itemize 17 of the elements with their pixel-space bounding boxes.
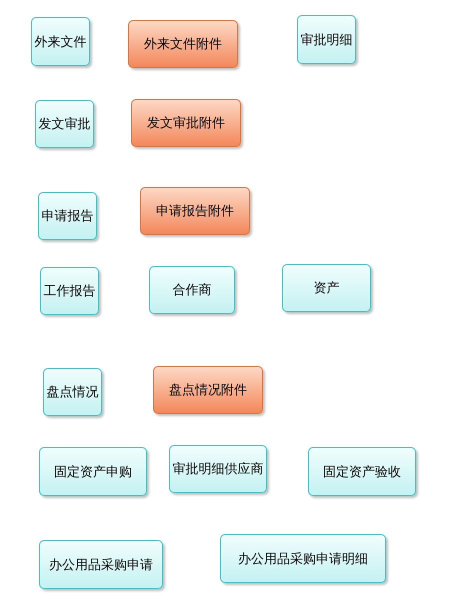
entity-box: 发文审批: [35, 100, 94, 148]
entity-box: 工作报告: [40, 267, 99, 315]
entity-box: 审批明细供应商: [169, 445, 267, 493]
entity-box: 外来文件: [31, 17, 90, 66]
entity-box: 合作商: [149, 266, 235, 314]
entity-box: 固定资产验收: [308, 447, 416, 496]
attachment-box: 发文审批附件: [131, 99, 241, 147]
attachment-box: 外来文件附件: [128, 20, 238, 68]
attachment-box: 盘点情况附件: [153, 366, 263, 414]
entity-box: 固定资产申购: [39, 447, 147, 496]
attachment-box: 申请报告附件: [140, 187, 250, 235]
entity-box: 审批明细: [297, 15, 356, 64]
entity-box: 申请报告: [38, 192, 97, 240]
entity-box: 盘点情况: [43, 368, 102, 416]
entity-box: 办公用品采购申请: [39, 540, 163, 589]
entity-box: 办公用品采购申请明细: [220, 534, 386, 583]
entity-box: 资产: [282, 264, 371, 312]
